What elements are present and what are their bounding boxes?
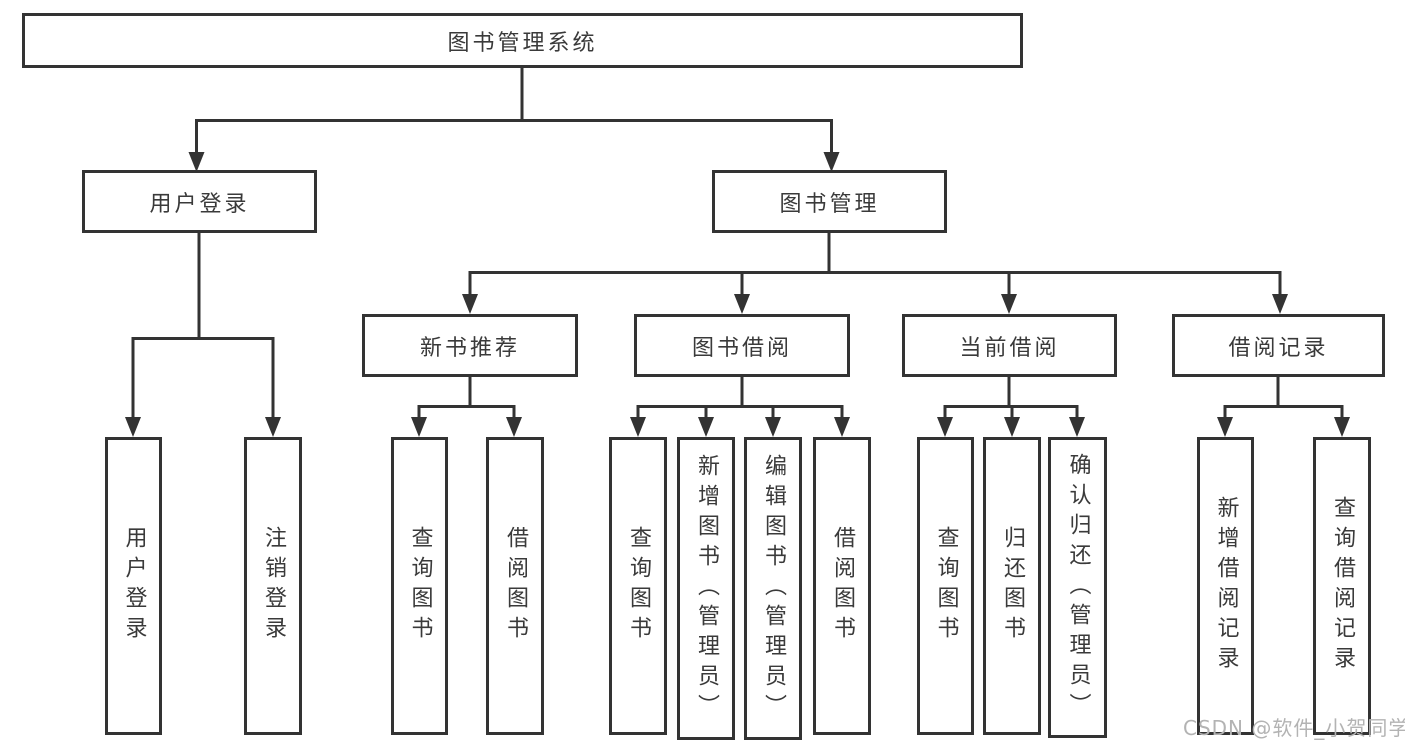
node-new-book-recommend-label: 新书推荐	[419, 335, 520, 361]
leaf-br-add-record-label: 新增借阅记录	[1213, 496, 1239, 676]
leaf-cb-return-books: 归还图书	[983, 437, 1041, 735]
connector-root-to-level2	[188, 68, 840, 172]
leaf-bb-add-books-admin-label: 新增图书（管理员）	[694, 453, 719, 724]
leaf-br-query-record: 查询借阅记录	[1313, 437, 1371, 735]
leaf-user-login: 用户登录	[105, 437, 162, 735]
leaf-cb-confirm-return-admin: 确认归还（管理员）	[1048, 437, 1107, 738]
node-current-borrowing: 当前借阅	[902, 314, 1117, 377]
leaf-cb-query-books: 查询图书	[917, 437, 974, 735]
leaf-cb-query-books-label: 查询图书	[933, 526, 959, 646]
leaf-cb-confirm-return-admin-label: 确认归还（管理员）	[1065, 452, 1091, 723]
node-book-management-label: 图书管理	[779, 191, 880, 217]
leaf-nbr-query-books-label: 查询图书	[407, 526, 433, 646]
leaf-bb-borrow-books: 借阅图书	[813, 437, 871, 735]
connector-book-borrowing-to-leaves	[630, 377, 850, 437]
leaf-br-add-record: 新增借阅记录	[1197, 437, 1254, 735]
leaf-br-query-record-label: 查询借阅记录	[1330, 496, 1355, 676]
leaf-nbr-borrow-books-label: 借阅图书	[503, 526, 528, 646]
leaf-bb-add-books-admin: 新增图书（管理员）	[677, 437, 735, 740]
csdn-watermark: CSDN @软件_小贺同学	[1183, 716, 1405, 740]
leaf-logout-label: 注销登录	[261, 526, 286, 646]
leaf-user-login-label: 用户登录	[121, 526, 147, 646]
node-current-borrowing-label: 当前借阅	[959, 335, 1060, 361]
leaf-bb-borrow-books-label: 借阅图书	[830, 526, 855, 646]
node-library-system-root-label: 图书管理系统	[447, 30, 598, 56]
connector-borrowing-records-to-leaves	[1217, 377, 1350, 437]
connector-current-borrowing-to-leaves	[937, 377, 1085, 437]
connector-new-book-recommend-to-leaves	[411, 377, 522, 437]
node-library-system-root: 图书管理系统	[22, 13, 1023, 68]
node-borrowing-records-label: 借阅记录	[1228, 335, 1329, 361]
leaf-bb-query-books-label: 查询图书	[626, 526, 651, 646]
node-book-borrowing-label: 图书借阅	[691, 335, 792, 361]
connector-user-login-to-leaves	[125, 233, 281, 437]
connector-book-management-to-level3	[462, 233, 1288, 314]
leaf-bb-edit-books-admin-label: 编辑图书（管理员）	[761, 453, 786, 724]
node-borrowing-records: 借阅记录	[1172, 314, 1385, 377]
node-user-login-label: 用户登录	[149, 191, 250, 217]
leaf-nbr-query-books: 查询图书	[391, 437, 448, 735]
node-book-management: 图书管理	[712, 170, 947, 233]
leaf-nbr-borrow-books: 借阅图书	[486, 437, 544, 735]
leaf-cb-return-books-label: 归还图书	[1000, 526, 1025, 646]
node-new-book-recommend: 新书推荐	[362, 314, 578, 377]
leaf-logout: 注销登录	[244, 437, 302, 735]
leaf-bb-query-books: 查询图书	[609, 437, 667, 735]
node-book-borrowing: 图书借阅	[634, 314, 850, 377]
node-user-login: 用户登录	[82, 170, 317, 233]
leaf-bb-edit-books-admin: 编辑图书（管理员）	[744, 437, 802, 740]
